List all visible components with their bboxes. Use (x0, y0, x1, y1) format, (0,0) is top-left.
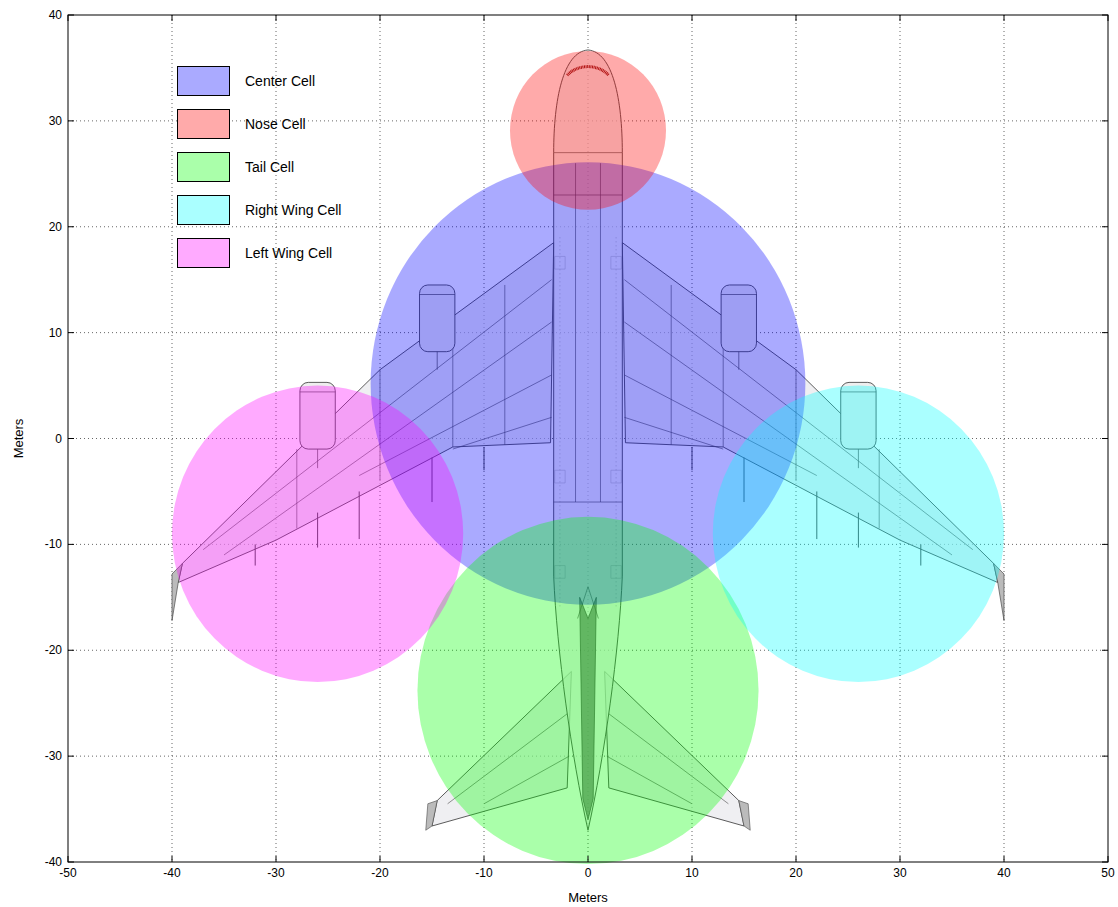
tick-mark (380, 15, 381, 21)
tick-mark (692, 15, 693, 21)
x-tick-label: -50 (59, 867, 76, 879)
x-tick-label: 10 (685, 867, 698, 879)
tick-mark (172, 856, 173, 862)
axis-ticks (68, 15, 1108, 862)
tick-mark (276, 15, 277, 21)
tick-mark (68, 650, 74, 651)
legend-label: Tail Cell (245, 160, 294, 174)
legend-swatch (177, 238, 230, 268)
tick-mark (1102, 226, 1108, 227)
x-tick-label: -10 (475, 867, 492, 879)
legend-swatch (177, 152, 230, 182)
tick-mark (68, 756, 74, 757)
x-tick-label: -20 (371, 867, 388, 879)
axis-title: Meters (13, 419, 26, 459)
legend-swatch (177, 109, 230, 139)
y-tick-label: 30 (49, 115, 62, 127)
tick-mark (692, 856, 693, 862)
legend-label: Nose Cell (245, 117, 306, 131)
tick-mark (588, 15, 589, 21)
y-tick-label: -10 (45, 538, 62, 550)
tick-mark (1102, 120, 1108, 121)
x-tick-label: 50 (1101, 867, 1114, 879)
y-tick-label: 20 (49, 221, 62, 233)
nose-cell (510, 51, 666, 210)
x-tick-label: 20 (789, 867, 802, 879)
tick-mark (900, 856, 901, 862)
legend-label: Right Wing Cell (245, 203, 341, 217)
tick-mark (796, 15, 797, 21)
tick-mark (1102, 756, 1108, 757)
tick-mark (1102, 332, 1108, 333)
tick-mark (68, 438, 74, 439)
tick-mark (1102, 544, 1108, 545)
tick-mark (380, 856, 381, 862)
tick-mark (588, 856, 589, 862)
tick-mark (172, 15, 173, 21)
legend-label: Center Cell (245, 74, 315, 88)
axis-title: Meters (568, 891, 608, 904)
tick-mark (276, 856, 277, 862)
x-tick-label: 0 (585, 867, 592, 879)
tick-mark (796, 856, 797, 862)
x-tick-label: 40 (997, 867, 1010, 879)
tick-mark (68, 544, 74, 545)
tick-mark (1102, 438, 1108, 439)
x-tick-label: -40 (163, 867, 180, 879)
y-tick-label: 40 (49, 9, 62, 21)
legend-swatch (177, 66, 230, 96)
y-tick-label: -30 (45, 750, 62, 762)
tick-mark (68, 332, 74, 333)
tick-mark (900, 15, 901, 21)
x-tick-label: 30 (893, 867, 906, 879)
legend-label: Left Wing Cell (245, 246, 332, 260)
tick-mark (484, 856, 485, 862)
tick-mark (68, 226, 74, 227)
tick-mark (1004, 856, 1005, 862)
y-tick-label: -20 (45, 644, 62, 656)
tick-mark (1004, 15, 1005, 21)
aircraft-illustration (172, 50, 1004, 864)
y-tick-label: 10 (49, 327, 62, 339)
left-wing-cell (172, 386, 463, 682)
y-tick-label: 0 (55, 433, 62, 445)
tick-mark (68, 120, 74, 121)
right-wing-cell (713, 386, 1004, 682)
tick-mark (1102, 650, 1108, 651)
legend-swatch (177, 195, 230, 225)
x-tick-label: -30 (267, 867, 284, 879)
tick-mark (484, 15, 485, 21)
axes-frame (68, 15, 1108, 862)
tail-cell (417, 517, 758, 864)
